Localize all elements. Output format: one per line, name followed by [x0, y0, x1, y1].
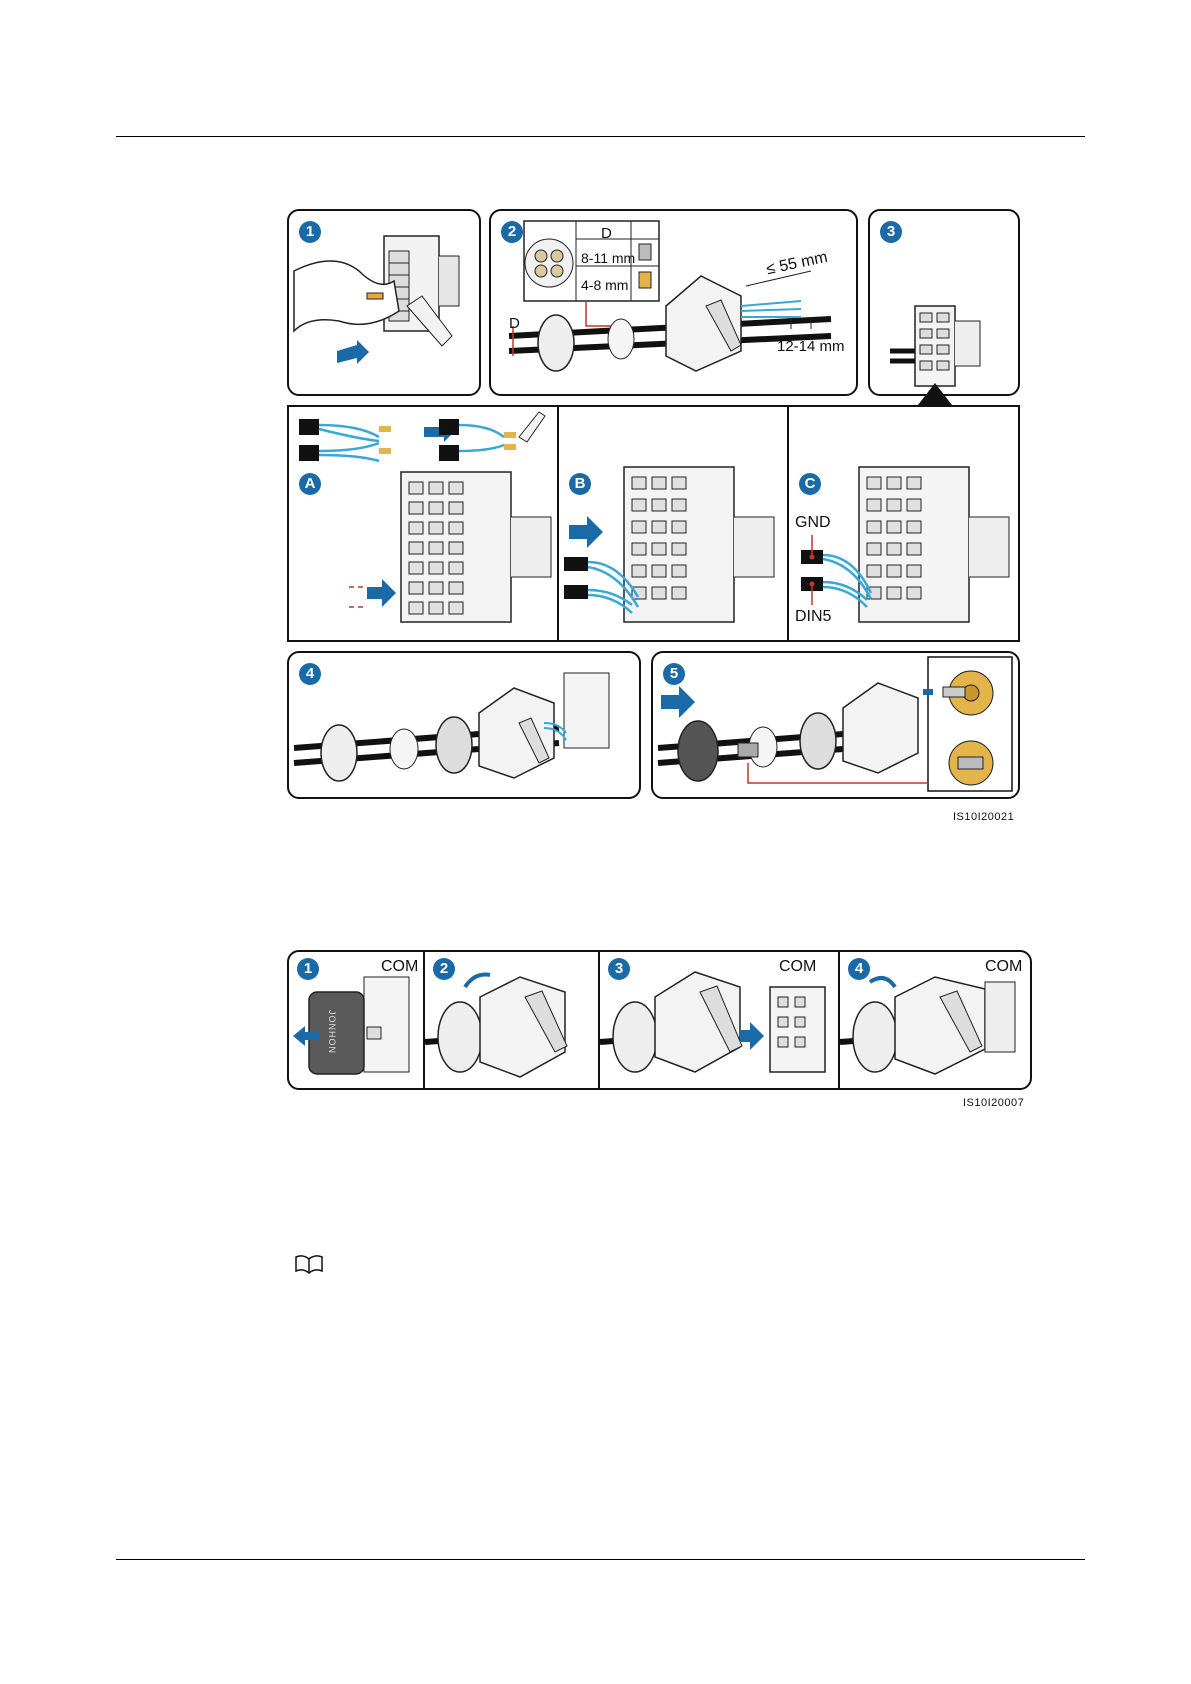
crimp-ferrules-illustration — [289, 407, 557, 640]
step-number: 4 — [848, 958, 870, 980]
assemble-connector-illustration — [289, 653, 639, 797]
substep-label: C — [799, 473, 821, 495]
step-number: 2 — [433, 958, 455, 980]
substep-label: A — [299, 473, 321, 495]
header-rule — [116, 136, 1085, 137]
terminal-block-illustration — [870, 211, 1018, 394]
remove-cover-illustration — [289, 211, 479, 394]
step-1-panel: 1 — [287, 209, 481, 396]
book-icon — [294, 1254, 324, 1274]
port-label: COM — [381, 958, 418, 976]
substep-label: B — [569, 473, 591, 495]
port-label: COM — [779, 958, 816, 976]
diameter-label: D — [509, 315, 520, 332]
insert-wires-illustration — [559, 407, 789, 640]
table-row-2: 4-8 mm — [581, 277, 628, 293]
strip-end-label: 12-14 mm — [777, 338, 845, 355]
seal-plug-illustration — [653, 653, 1018, 797]
wire-label-din5: DIN5 — [795, 608, 831, 626]
detail-panel: A B — [287, 405, 1020, 642]
step-3-panel: 3 — [868, 209, 1020, 396]
footer-rule — [116, 1559, 1085, 1560]
port-label: COM — [985, 958, 1022, 976]
figure-code: IS10I20021 — [953, 811, 1014, 823]
table-row-1: 8-11 mm — [581, 250, 635, 266]
wire-label-gnd: GND — [795, 514, 831, 532]
cover-brand: JONHON — [327, 1010, 337, 1054]
step-4-panel: 4 — [287, 651, 641, 799]
install-connector-panel: 1 COM JONHON 2 3 COM — [287, 950, 1032, 1090]
cable-prep-illustration — [491, 211, 856, 394]
table-header: D — [601, 225, 612, 242]
step-2-panel: 2 D 8-11 mm 4-8 mm D ≤ — [489, 209, 858, 396]
step-number: 3 — [608, 958, 630, 980]
step-5-panel: 5 — [651, 651, 1020, 799]
figure-code: IS10I20007 — [963, 1097, 1024, 1109]
step-number: 1 — [297, 958, 319, 980]
